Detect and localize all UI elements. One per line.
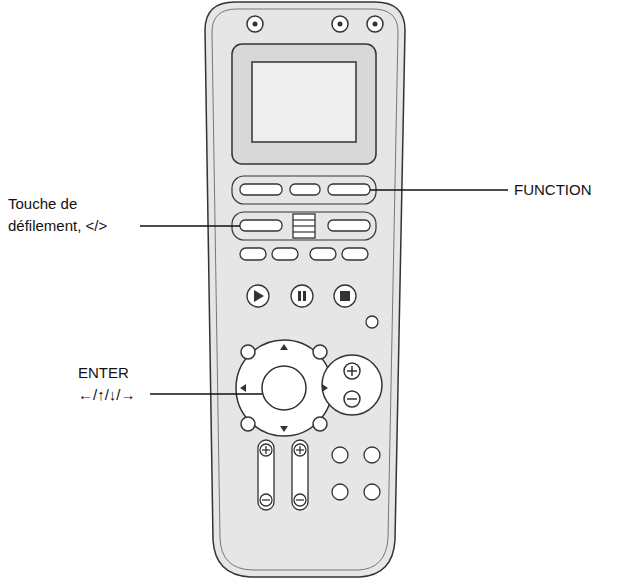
small-round-button	[366, 316, 378, 328]
rocker-button	[258, 440, 274, 510]
volume-minus	[344, 391, 360, 407]
round-button	[364, 447, 380, 463]
function-button	[328, 184, 370, 195]
pause-button	[291, 285, 313, 307]
rocker-button	[292, 440, 308, 510]
arrow-keys-label: ←/↑/↓/→	[78, 384, 136, 406]
small-button	[310, 248, 336, 260]
enter-label: ENTER	[78, 362, 129, 384]
remote-inner-edge	[212, 9, 398, 570]
function-row	[232, 176, 376, 204]
round-button	[364, 484, 380, 500]
top-button	[367, 16, 383, 32]
top-button	[247, 16, 263, 32]
function-row-button	[290, 184, 320, 195]
corner-button	[241, 417, 255, 431]
scroll-key-label: Touche de défilement, </>	[8, 193, 138, 237]
scroll-left-button	[240, 220, 282, 231]
leader-line	[370, 189, 508, 190]
volume-plus	[344, 363, 360, 379]
enter-button	[262, 366, 306, 410]
volume-dial	[322, 355, 382, 415]
top-button	[332, 16, 348, 32]
scroll-wheel	[293, 214, 315, 238]
corner-button	[241, 345, 255, 359]
small-button	[342, 248, 368, 260]
play-button	[247, 285, 269, 307]
corner-button	[313, 417, 327, 431]
scroll-right-button	[328, 220, 370, 231]
leader-line	[140, 225, 240, 226]
display-screen	[252, 62, 356, 142]
round-button	[332, 484, 348, 500]
leader-line	[150, 393, 262, 394]
stop-button	[334, 285, 356, 307]
d-pad	[236, 340, 332, 436]
display-frame	[232, 44, 376, 164]
round-button	[332, 447, 348, 463]
small-button	[272, 248, 298, 260]
corner-button	[313, 345, 327, 359]
remote-body	[205, 2, 405, 577]
scroll-row	[232, 212, 376, 240]
small-button	[240, 248, 266, 260]
function-row-button	[240, 184, 282, 195]
function-label: FUNCTION	[514, 179, 592, 201]
